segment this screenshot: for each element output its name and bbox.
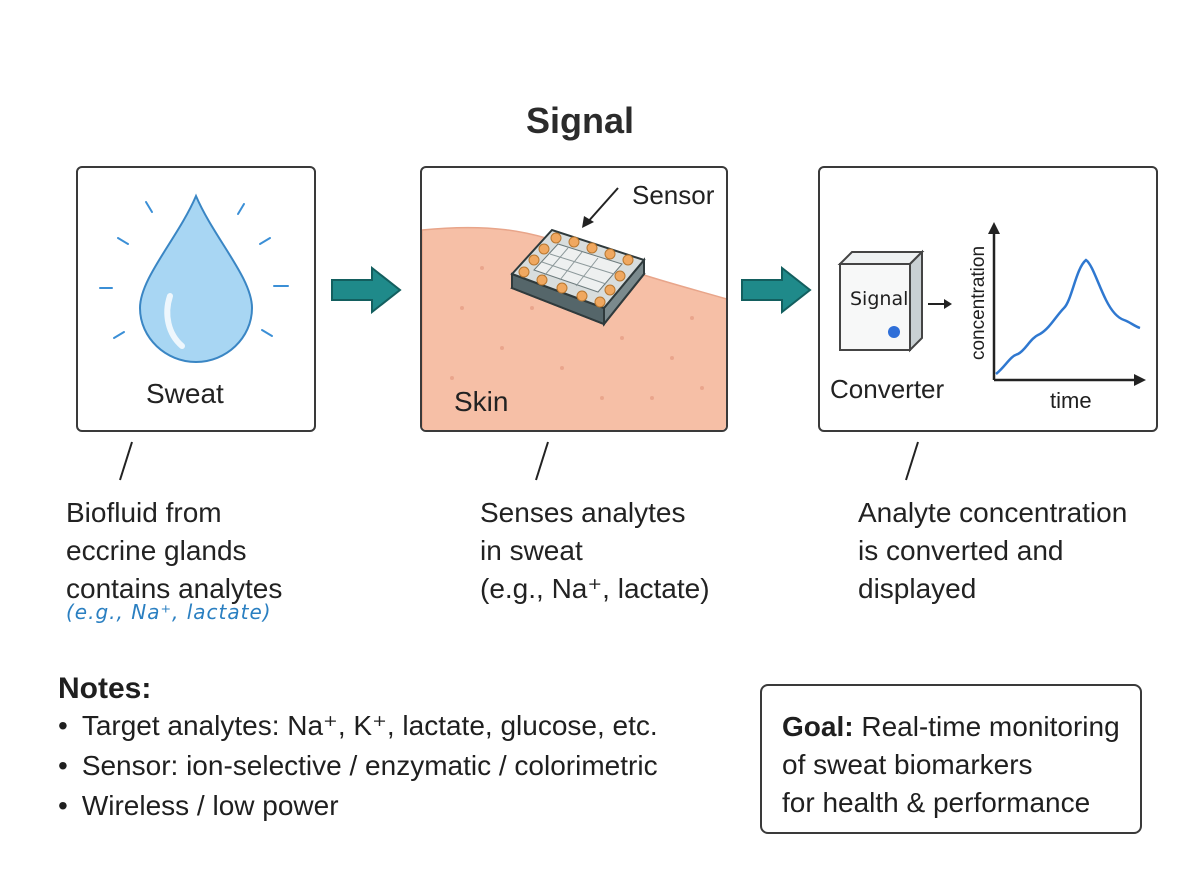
- converter-box-label: Signal: [850, 288, 909, 310]
- chart-ylabel: concentration: [968, 245, 989, 361]
- goal-line: of sweat biomarkers: [782, 749, 1033, 780]
- skin-label: Skin: [454, 386, 509, 417]
- sweat-drop-icon: [138, 193, 254, 364]
- skin-caption: Senses analytes in sweat (e.g., Na⁺, lac…: [480, 497, 710, 604]
- notes-section: Notes: Target analytes: Na⁺, K⁺, lactate…: [58, 672, 658, 826]
- skin-sensor-illustration: [422, 187, 726, 430]
- sweat-caption-note: (e.g., Na⁺, lactate): [66, 600, 272, 624]
- diagram-title: Signal: [525, 100, 635, 141]
- chart-xlabel: time: [1050, 388, 1092, 413]
- sensor-label: Sensor: [632, 180, 715, 210]
- notes-item: Wireless / low power: [58, 786, 658, 826]
- notes-heading: Notes:: [58, 672, 152, 705]
- goal-box: Goal: Real-time monitoring of sweat biom…: [760, 684, 1142, 834]
- sweat-label: Sweat: [146, 378, 224, 409]
- caption-connectors: [119, 441, 919, 481]
- goal-label: Goal:: [782, 711, 854, 742]
- skin-sensor-panel: Sensor Skin: [420, 166, 728, 432]
- concentration-chart: [988, 222, 1146, 386]
- sensor-chip-icon: [510, 228, 646, 327]
- notes-item: Target analytes: Na⁺, K⁺, lactate, gluco…: [58, 706, 658, 746]
- converter-box-icon: [837, 249, 925, 353]
- notes-item: Sensor: ion-selective / enzymatic / colo…: [58, 746, 658, 786]
- converter-label: Converter: [830, 374, 945, 404]
- converter-caption: Analyte concentration is converted and d…: [858, 497, 1128, 604]
- sweat-drop-illustration: [99, 193, 289, 364]
- flow-arrow-2: [741, 266, 812, 314]
- converter-illustration: [837, 222, 1146, 386]
- concentration-curve: [995, 258, 1141, 375]
- converter-panel: Signal concentration time Converter: [818, 166, 1158, 432]
- goal-line: for health & performance: [782, 787, 1091, 818]
- flow-arrow-1: [331, 266, 402, 314]
- sweat-caption: Biofluid from eccrine glands contains an…: [66, 497, 283, 604]
- sweat-panel: Sweat: [76, 166, 316, 432]
- goal-line: Real-time monitoring: [861, 711, 1120, 742]
